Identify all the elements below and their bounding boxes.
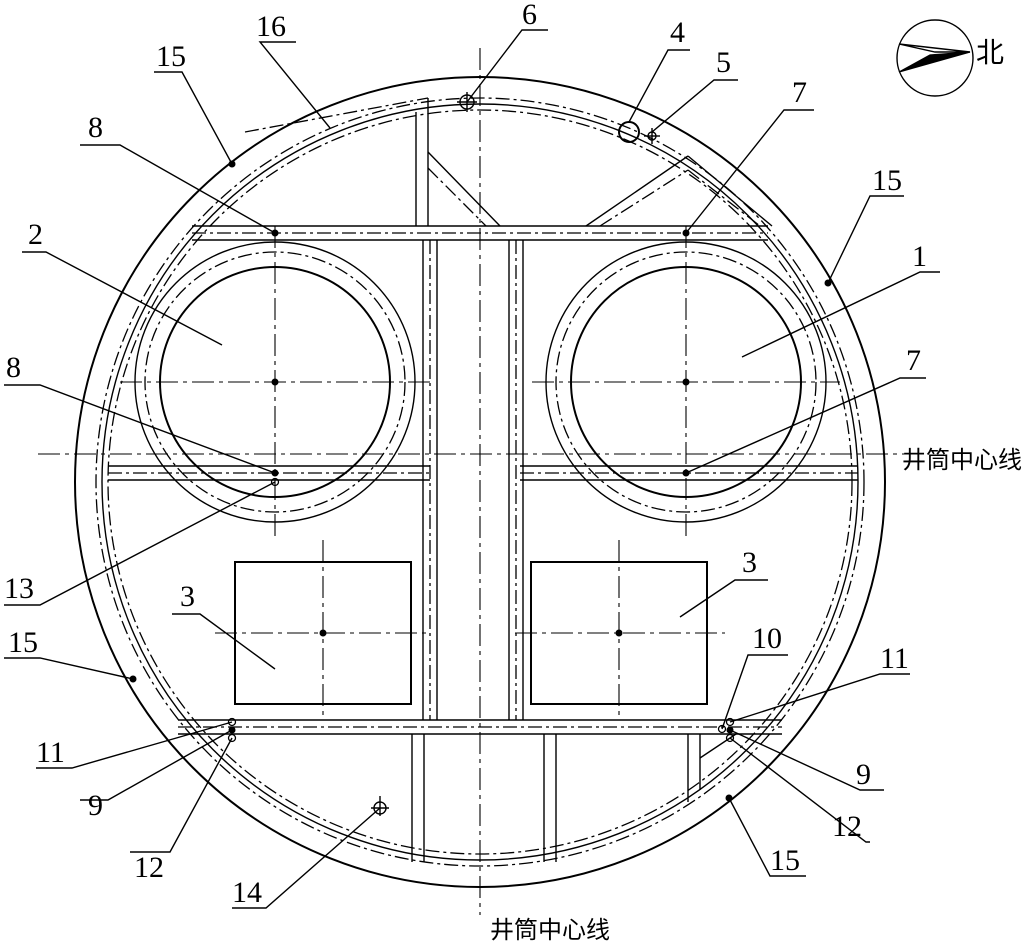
north-arrow: 北 <box>896 19 1004 97</box>
label-4: 4 <box>670 16 685 49</box>
pipe-hole-5 <box>644 128 660 144</box>
label-11-left: 11 <box>36 736 65 769</box>
compartment-3-right <box>515 540 725 720</box>
beam-vertical-left <box>422 240 438 720</box>
label-10: 10 <box>752 622 782 655</box>
centerline-v-label: 井筒中心线 <box>490 916 610 944</box>
label-12-right: 12 <box>832 810 862 843</box>
label-15-topleft: 15 <box>156 40 186 73</box>
label-15-right: 15 <box>872 164 902 197</box>
stair-frame-left <box>244 97 501 227</box>
label-2: 2 <box>28 218 43 251</box>
label-11-right: 11 <box>880 642 909 675</box>
compartment-3-left <box>215 540 430 720</box>
centerline-h-label: 井筒中心线 <box>902 446 1022 474</box>
label-14: 14 <box>232 876 262 909</box>
label-7-top: 7 <box>792 76 807 109</box>
label-7-bottom: 7 <box>906 344 921 377</box>
label-8-bottom: 8 <box>6 351 21 384</box>
leader-lines <box>4 29 940 909</box>
compartment-1 <box>532 226 840 540</box>
label-3-left: 3 <box>180 580 195 613</box>
north-arrow-icon <box>898 43 971 53</box>
label-16: 16 <box>256 10 286 43</box>
beam-upper <box>192 225 768 241</box>
label-8-top: 8 <box>88 111 103 144</box>
stair-frame-right <box>585 155 773 227</box>
label-5: 5 <box>716 46 731 79</box>
lower-members <box>411 733 737 862</box>
label-3-right: 3 <box>742 546 757 579</box>
number-labels: 1 2 3 3 4 5 6 7 7 8 8 9 9 10 11 11 12 12… <box>4 0 927 909</box>
label-9-left: 9 <box>88 789 103 822</box>
beam-vertical-right <box>508 240 524 720</box>
north-label: 北 <box>976 36 1004 69</box>
point-markers <box>129 160 832 802</box>
beam-middle-left <box>108 465 430 481</box>
beam-lower <box>178 719 782 735</box>
label-9-right: 9 <box>856 758 871 791</box>
label-13: 13 <box>4 572 34 605</box>
pipe-hole-14 <box>371 796 389 816</box>
north-arrow-circle <box>896 19 974 97</box>
label-12-left: 12 <box>134 851 164 884</box>
label-15-left: 15 <box>8 626 38 659</box>
label-6: 6 <box>522 0 537 31</box>
label-1: 1 <box>912 240 927 273</box>
label-15-bottomright: 15 <box>770 844 800 877</box>
compartment-2 <box>120 226 430 540</box>
